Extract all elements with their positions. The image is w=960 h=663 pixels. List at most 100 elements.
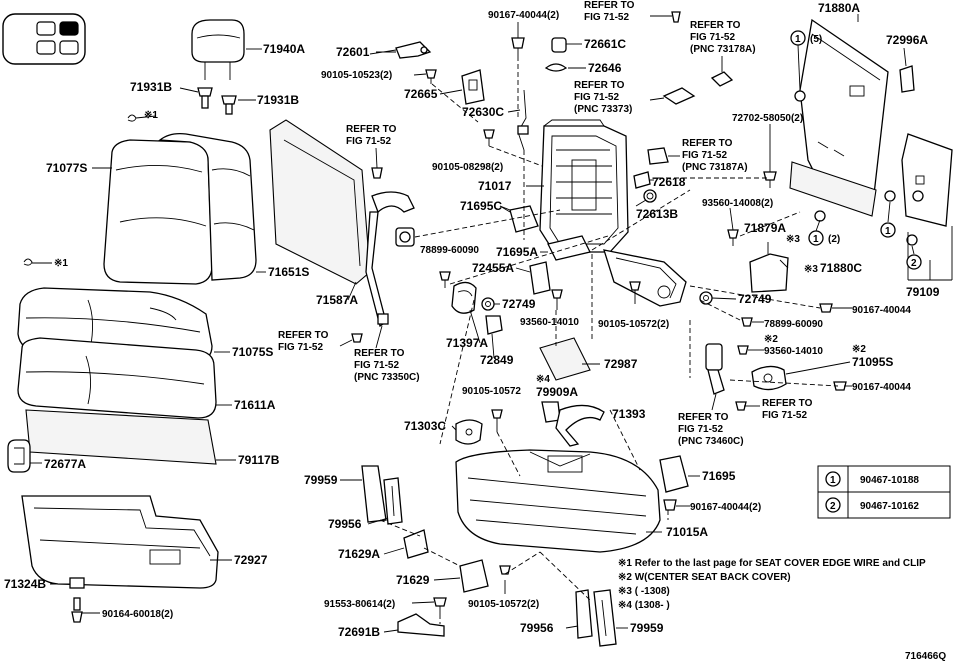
cable-72630C (517, 89, 529, 151)
refer-9-line3: (PNC 73460C) (678, 436, 744, 447)
label-78899-a: 78899-60090 (420, 245, 479, 256)
mark-1-top: ※1 (144, 110, 158, 121)
label-90105-08298: 90105-08298(2) (432, 162, 503, 173)
circle-1-2: 1 (813, 234, 819, 245)
cable-71393 (555, 404, 605, 447)
note-1: ※1 Refer to the last page for SEAT COVER… (618, 558, 926, 569)
label-71880C: 71880C (820, 261, 862, 275)
cover-79959-a (361, 465, 387, 523)
label-71075S: 71075S (232, 345, 273, 359)
label-71629A: 71629A (338, 547, 380, 561)
label-71303C: 71303C (404, 419, 446, 433)
cover-79956-b (575, 589, 593, 639)
circle-1-right: 1 (885, 226, 891, 237)
refer-7-line2: FIG 71-52 (354, 360, 399, 371)
circle-1-2-qty: (2) (828, 234, 840, 245)
bolt-72702 (763, 171, 777, 188)
circle-1-5-qty: (5) (810, 34, 822, 45)
bolt-90105-10572-2 (629, 281, 641, 304)
clip-72677A-part (7, 439, 42, 473)
refer-4-line1: REFER TO (346, 124, 397, 135)
label-72996A: 72996A (886, 33, 928, 47)
label-71015A: 71015A (666, 525, 708, 539)
label-90105-10572: 90105-10572 (462, 386, 521, 397)
label-79109: 79109 (906, 285, 940, 299)
label-72749-b: 72749 (738, 292, 772, 306)
clip-icon (127, 114, 137, 122)
recliner-bracket (603, 249, 687, 307)
label-90164: 90164-60018(2) (102, 609, 173, 620)
mark-4: ※4 (536, 374, 550, 385)
label-79959-b: 79959 (630, 621, 664, 635)
label-72691B: 72691B (338, 625, 380, 639)
refer-9-line1: REFER TO (678, 412, 729, 423)
label-71611A: 71611A (234, 398, 276, 412)
bracket-72691B (397, 613, 445, 637)
label-72455A: 72455A (472, 261, 514, 275)
refer-8-line1: REFER TO (762, 398, 813, 409)
label-93560-14010: 93560-14010 (764, 346, 823, 357)
bolt-93560-14010 (737, 345, 749, 355)
label-71931B-a: 71931B (130, 80, 172, 94)
table-row-1-part: 90467-10188 (860, 475, 919, 486)
cover-71629A (403, 529, 429, 559)
table-row-1-num: 1 (830, 475, 836, 486)
cover-72455A (529, 261, 551, 295)
headrest-part (191, 19, 262, 80)
table-row-2-part: 90467-10162 (860, 501, 919, 512)
refer-2-line1: REFER TO (690, 20, 741, 31)
refer-5-line3: (PNC 73187A) (682, 162, 748, 173)
cover-71397A (451, 281, 477, 314)
label-71629: 71629 (396, 573, 430, 587)
label-93560-mid: 93560-14010 (520, 317, 579, 328)
label-90167-r1: 90167-40044 (852, 305, 911, 316)
refer-7-line1: REFER TO (354, 348, 405, 359)
label-71931B-b: 71931B (257, 93, 299, 107)
label-71397A: 71397A (446, 336, 488, 350)
escutcheon-72646 (544, 63, 586, 72)
bracket-90167-r1 (819, 303, 833, 313)
label-72646: 72646 (588, 61, 622, 75)
label-72987: 72987 (604, 357, 638, 371)
label-72849: 72849 (480, 353, 514, 367)
label-72618: 72618 (652, 175, 686, 189)
brace-79909A (541, 401, 561, 423)
mark-3-71880C: ※3 (804, 264, 818, 275)
label-71077S: 71077S (46, 161, 87, 175)
label-72601: 72601 (336, 45, 370, 59)
leader-lines (340, 14, 953, 633)
label-90105-10572-b: 90105-10572(2) (468, 599, 539, 610)
label-93560-14008: 93560-14008(2) (702, 198, 773, 209)
refer-3-line1: REFER TO (574, 80, 625, 91)
clips-right (794, 90, 924, 246)
back-panel-79109 (901, 133, 953, 227)
label-79909A: 79909A (536, 385, 578, 399)
label-79956-b: 79956 (520, 621, 554, 635)
bolt-90105-10572-b (499, 565, 511, 575)
refer-2-line3: (PNC 73178A) (690, 44, 756, 55)
label-71651S: 71651S (268, 265, 309, 279)
bolt-78899-b (741, 317, 753, 327)
latch-bracket-72601 (376, 41, 432, 59)
bolt-90105-10523 (425, 69, 437, 84)
seat-belt-part (365, 167, 415, 328)
note-3: ※3 ( -1308) (618, 586, 670, 597)
refer-6-line1: REFER TO (278, 330, 329, 341)
mark-3-circle: ※3 (786, 234, 800, 245)
clip-72996A (899, 65, 915, 93)
refer-5-line2: FIG 71-52 (682, 150, 727, 161)
seatback-cover-part (92, 132, 266, 285)
mark-1-left: ※1 (54, 258, 68, 269)
refer-6-line2: FIG 71-52 (278, 342, 323, 353)
diagram-id: 716466Q (905, 651, 946, 662)
cover-79959-b (593, 589, 617, 647)
seat-cushion-cover-part (17, 287, 232, 419)
label-72749-a: 72749 (502, 297, 536, 311)
label-71587A: 71587A (316, 293, 358, 307)
bracket-71303C (455, 419, 483, 445)
label-71695C: 71695C (460, 199, 502, 213)
board-71880C (789, 161, 877, 217)
refer-2-line2: FIG 71-52 (690, 32, 735, 43)
cover-79956-a (383, 477, 403, 525)
